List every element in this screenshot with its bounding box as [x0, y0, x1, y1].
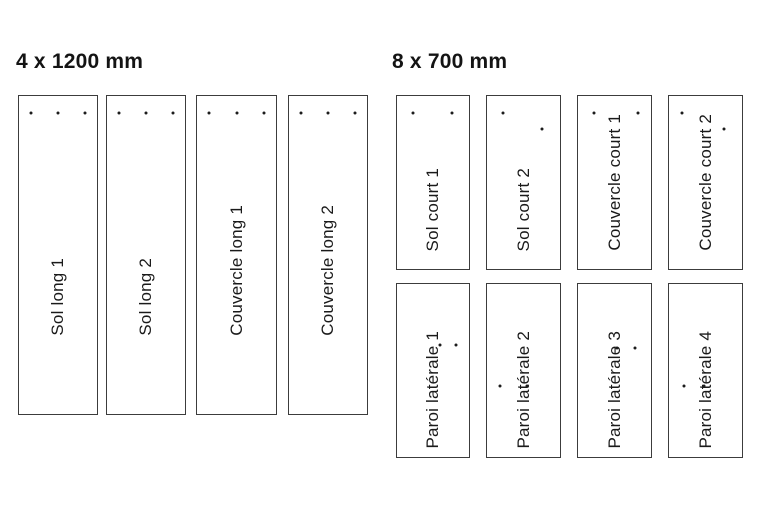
board-label: Sol long 2: [136, 258, 155, 336]
board-couvercle-long-1: Couvercle long 1: [196, 95, 277, 415]
board-label: Paroi latérale 2: [513, 331, 533, 449]
group-long-title: 4 x 1200 mm: [16, 50, 144, 73]
drill-hole-dot: [633, 346, 637, 350]
drill-hole-dot: [235, 111, 238, 115]
drill-hole-dot: [682, 384, 686, 388]
drill-hole-dot: [326, 111, 330, 115]
drill-hole-dot: [353, 111, 357, 115]
group-short-title: 8 x 700 mm: [392, 50, 508, 73]
board-couvercle-court-1: Couvercle court 1: [577, 95, 652, 270]
board-couvercle-long-2: Couvercle long 2: [288, 95, 368, 415]
drill-hole-dot: [411, 111, 415, 115]
board-label: Paroi latérale 3: [604, 331, 624, 449]
board-label: Couvercle court 2: [695, 114, 715, 251]
drill-hole-dot: [702, 384, 706, 388]
drill-hole-dot: [262, 111, 266, 115]
board-paroi-laterale-4: Paroi latérale 4: [668, 283, 743, 458]
board-sol-court-2: Sol court 2: [486, 95, 561, 270]
drill-hole-dot: [56, 111, 60, 115]
board-sol-long-2: Sol long 2: [106, 95, 186, 415]
board-sol-court-1: Sol court 1: [396, 95, 470, 270]
drill-hole-dot: [450, 111, 454, 115]
drill-hole-dot: [299, 111, 303, 115]
board-paroi-laterale-2: Paroi latérale 2: [486, 283, 561, 458]
drill-hole-dot: [498, 384, 502, 388]
board-label: Paroi latérale 4: [695, 331, 715, 449]
board-label: Paroi latérale 1: [423, 331, 442, 449]
drill-hole-dot: [525, 384, 529, 388]
board-label: Couvercle long 1: [226, 205, 246, 336]
board-label: Couvercle court 1: [604, 114, 624, 251]
board-sol-long-1: Sol long 1: [18, 95, 98, 415]
drill-hole-dot: [501, 111, 505, 115]
board-label: Sol court 1: [423, 167, 442, 251]
drill-hole-dot: [454, 343, 458, 347]
board-label: Couvercle long 2: [318, 205, 337, 336]
drill-hole-dot: [615, 346, 619, 350]
drill-hole-dot: [592, 111, 596, 115]
drill-hole-dot: [438, 343, 442, 347]
drill-hole-dot: [636, 111, 640, 115]
drill-hole-dot: [144, 111, 148, 115]
board-couvercle-court-2: Couvercle court 2: [668, 95, 743, 270]
board-label: Sol court 2: [513, 167, 533, 251]
drill-hole-dot: [540, 127, 544, 131]
drill-hole-dot: [680, 111, 684, 115]
drill-hole-dot: [29, 111, 33, 115]
drill-hole-dot: [207, 111, 211, 115]
drill-hole-dot: [117, 111, 121, 115]
drill-hole-dot: [83, 111, 87, 115]
drill-hole-dot: [171, 111, 175, 115]
board-paroi-laterale-1: Paroi latérale 1: [396, 283, 470, 458]
drill-hole-dot: [722, 127, 726, 131]
board-label: Sol long 1: [48, 258, 67, 336]
board-paroi-laterale-3: Paroi latérale 3: [577, 283, 652, 458]
